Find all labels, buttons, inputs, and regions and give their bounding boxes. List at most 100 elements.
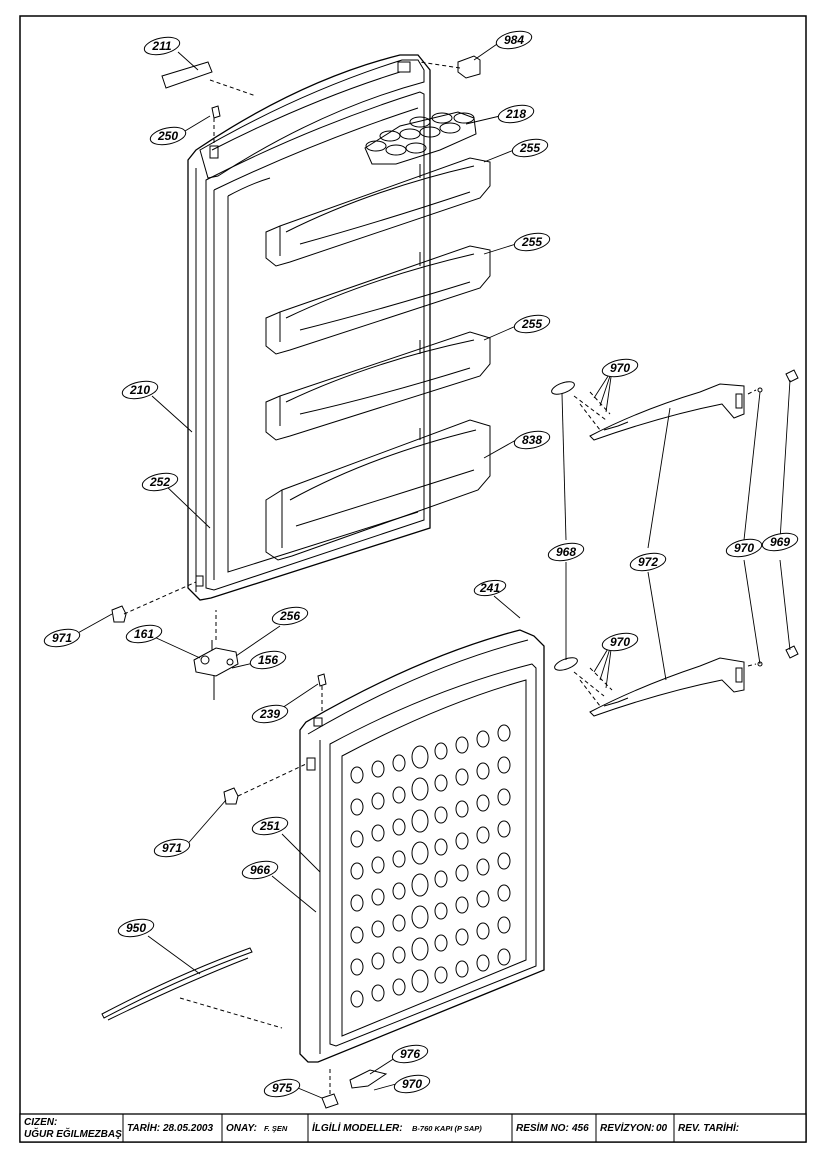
panel-dimple: [476, 794, 490, 812]
panel-dimple: [434, 870, 448, 888]
title-onay-label: ONAY:: [226, 1123, 257, 1134]
panel-dimple: [411, 905, 429, 929]
panel-dimple: [497, 884, 511, 902]
label-969: 969: [770, 535, 790, 549]
panel-dimple: [371, 984, 385, 1002]
door-panel-texture: [350, 724, 511, 1008]
part-971-stopper-lower: [223, 787, 239, 805]
label-255-bottom: 255: [521, 317, 542, 331]
title-revizyon-label: REVİZYON:: [600, 1121, 654, 1134]
panel-dimple: [392, 818, 406, 836]
label-252: 252: [149, 475, 170, 489]
panel-dimple: [455, 768, 469, 786]
title-rev-tarihi-label: REV. TARİHİ:: [678, 1121, 739, 1134]
part-976-bracket: [349, 1069, 388, 1089]
gasket-strip: [101, 947, 253, 1021]
panel-dimple: [350, 830, 364, 848]
label-210: 210: [129, 383, 150, 397]
panel-dimple: [497, 788, 511, 806]
panel-dimple: [476, 826, 490, 844]
title-revizyon-value: 00: [656, 1123, 668, 1134]
panel-dimple: [434, 806, 448, 824]
panel-dimple: [455, 832, 469, 850]
panel-dimple: [371, 792, 385, 810]
panel-dimple: [455, 960, 469, 978]
label-250: 250: [157, 129, 178, 143]
handle-cap-lower: [554, 657, 578, 671]
panel-dimple: [392, 946, 406, 964]
label-251: 251: [259, 819, 280, 833]
part-975-hinge-pin: [321, 1093, 339, 1109]
title-modeller-label: İLGİLİ MODELLER:: [312, 1121, 403, 1134]
label-161: 161: [134, 627, 154, 641]
panel-dimple: [411, 873, 429, 897]
label-970-lower-handle: 970: [610, 635, 630, 649]
label-256: 256: [279, 609, 300, 623]
egg-tray: [364, 111, 477, 165]
screw-970-upper: [757, 387, 763, 393]
title-resim-value: 456: [571, 1123, 589, 1134]
label-156: 156: [258, 653, 278, 667]
title-modeller-value: B-760 KAPI (P SAP): [412, 1124, 482, 1133]
part-971-stopper-upper: [111, 605, 127, 623]
panel-dimple: [411, 745, 429, 769]
panel-dimple: [497, 916, 511, 934]
panel-dimple: [392, 882, 406, 900]
panel-dimple: [371, 824, 385, 842]
title-onay-value: F. ŞEN: [264, 1124, 288, 1133]
upper-door: [187, 54, 431, 601]
label-241: 241: [479, 581, 500, 595]
drawing-frame: [19, 15, 807, 1143]
panel-dimple: [476, 890, 490, 908]
panel-dimple: [434, 774, 448, 792]
panel-dimple: [350, 926, 364, 944]
panel-dimple: [371, 920, 385, 938]
door-shelf-large: [265, 419, 491, 561]
panel-dimple: [411, 841, 429, 865]
handle-endcap-upper: [785, 369, 799, 383]
label-218: 218: [505, 107, 526, 121]
panel-dimple: [350, 894, 364, 912]
panel-dimple: [411, 777, 429, 801]
title-cizen-label: CIZEN:: [24, 1117, 57, 1128]
hinge-assembly: [193, 640, 239, 700]
handle-cap-upper: [551, 381, 575, 395]
panel-dimple: [350, 862, 364, 880]
panel-dimple: [434, 742, 448, 760]
label-972: 972: [638, 555, 658, 569]
panel-dimple: [392, 850, 406, 868]
label-968: 968: [556, 545, 576, 559]
label-211: 211: [151, 39, 171, 53]
panel-dimple: [411, 809, 429, 833]
panel-dimple: [455, 896, 469, 914]
panel-dimple: [371, 856, 385, 874]
label-838: 838: [522, 433, 542, 447]
panel-dimple: [455, 800, 469, 818]
label-239: 239: [259, 707, 280, 721]
label-975: 975: [272, 1081, 292, 1095]
label-976: 976: [400, 1047, 420, 1061]
panel-dimple: [350, 798, 364, 816]
panel-dimple: [371, 760, 385, 778]
label-970-bottom: 970: [402, 1077, 422, 1091]
panel-dimple: [476, 922, 490, 940]
panel-dimple: [476, 730, 490, 748]
part-984-cap: [457, 55, 481, 79]
handle-lower: [589, 657, 745, 717]
title-resim-label: RESİM NO:: [516, 1121, 569, 1134]
panel-dimple: [476, 954, 490, 972]
panel-dimple: [392, 786, 406, 804]
panel-dimple: [497, 948, 511, 966]
panel-dimple: [392, 914, 406, 932]
panel-dimple: [497, 820, 511, 838]
panel-dimple: [455, 864, 469, 882]
part-239-pin: [317, 673, 327, 687]
panel-dimple: [476, 762, 490, 780]
panel-dimple: [497, 852, 511, 870]
panel-dimple: [497, 724, 511, 742]
title-tarih-value: 28.05.2003: [162, 1123, 213, 1134]
label-255-top: 255: [519, 141, 540, 155]
label-255-middle: 255: [521, 235, 542, 249]
title-tarih-label: TARİH:: [127, 1121, 160, 1134]
panel-dimple: [455, 928, 469, 946]
